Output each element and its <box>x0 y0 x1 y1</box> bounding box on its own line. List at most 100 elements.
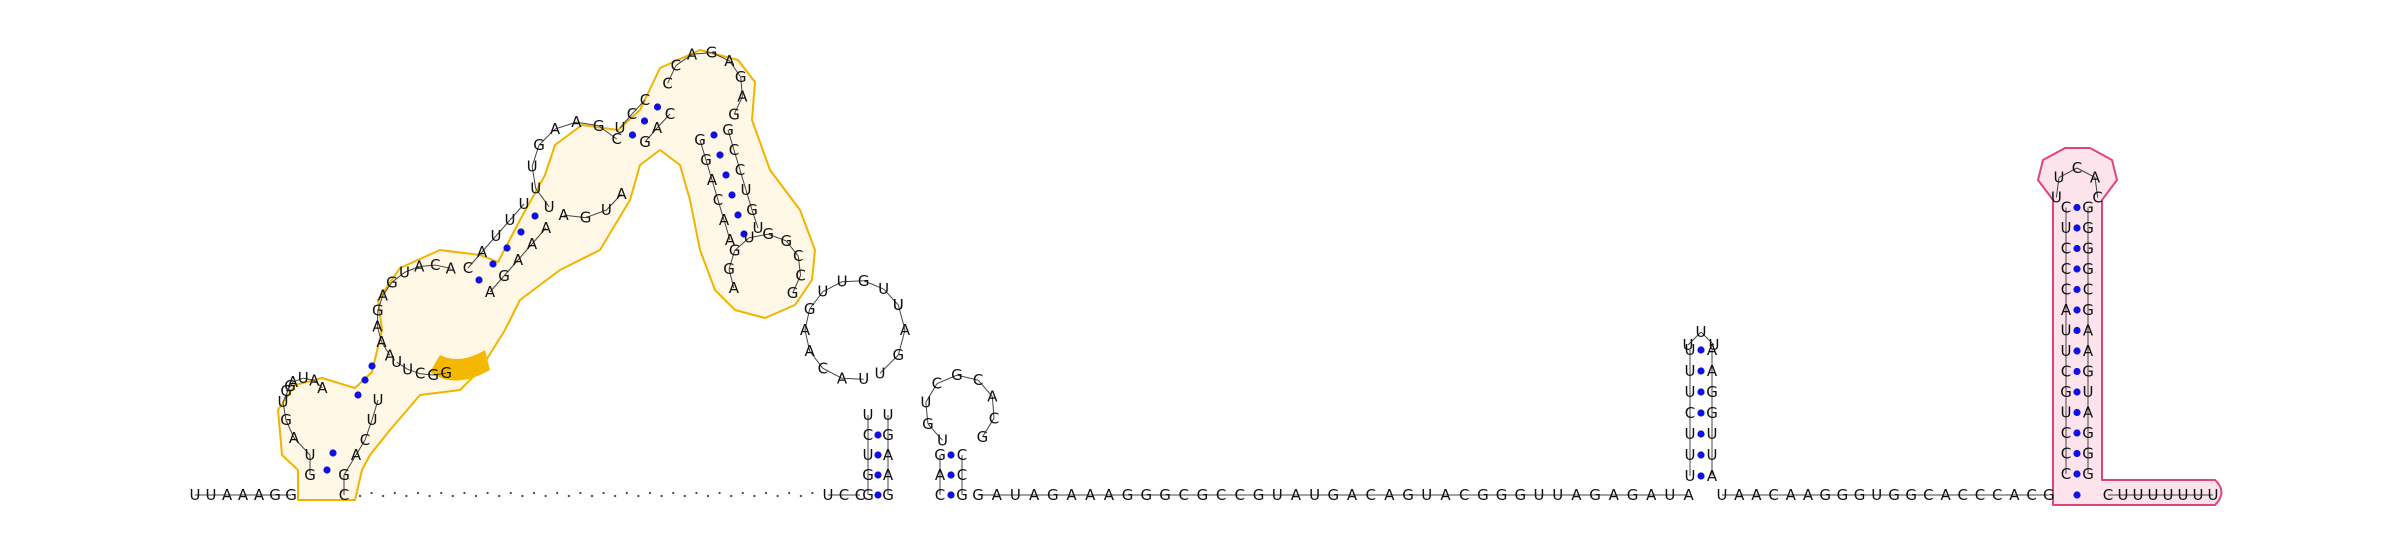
loop-nucleotide: U <box>601 201 612 219</box>
linker-nucleotide: A <box>1440 486 1451 504</box>
loop-nucleotide: G <box>729 242 741 260</box>
loop-nucleotide: G <box>858 272 870 290</box>
loop-nucleotide: C <box>662 74 672 92</box>
hairpin-nucleotide: G <box>1706 404 1718 422</box>
linker-nucleotide: C <box>1365 486 1375 504</box>
linker-nucleotide: G <box>2043 486 2055 504</box>
base-pair-bond <box>722 171 729 178</box>
base-pair-bond <box>2073 450 2080 457</box>
linker-nucleotide: G <box>1402 486 1414 504</box>
hairpin-loop-nucleotide: U <box>1696 323 1707 341</box>
linker-nucleotide: C <box>1975 486 1985 504</box>
terminator-tail-nucleotide: C <box>2103 486 2113 504</box>
base-pair-bond <box>2073 491 2080 498</box>
base-pair-bond <box>329 449 336 456</box>
stem-nucleotide: G <box>722 121 734 139</box>
gap-dot <box>730 495 732 497</box>
base-pair-bond <box>2073 327 2080 334</box>
left-tail-nucleotide: A <box>254 486 265 504</box>
stem-nucleotide: A <box>652 119 663 137</box>
loop-nucleotide: U <box>893 296 904 314</box>
linker-nucleotide: U <box>1272 486 1283 504</box>
base-pair-bond <box>874 431 881 438</box>
linker-nucleotide: G <box>1327 486 1339 504</box>
base-pair-bond <box>947 471 954 478</box>
gap-dot <box>614 495 616 497</box>
base-pair-bond <box>1697 367 1704 374</box>
base-pair-bond <box>2073 245 2080 252</box>
gap-dot <box>429 495 431 497</box>
loop-nucleotide: G <box>706 44 718 62</box>
linker-nucleotide: A <box>1646 486 1657 504</box>
stem-nucleotide: C <box>957 466 967 484</box>
hairpin-nucleotide: G <box>1706 383 1718 401</box>
loop-nucleotide: G <box>977 428 989 446</box>
gap-dot <box>811 492 813 494</box>
loop-nucleotide: A <box>805 342 816 360</box>
hairpin-nucleotide: U <box>1707 446 1718 464</box>
loop-nucleotide: A <box>987 388 998 406</box>
loop-nucleotide: U <box>402 360 413 378</box>
base-pair-bond <box>517 228 524 235</box>
loop-nucleotide: C <box>430 256 440 274</box>
gap-dot <box>463 492 465 494</box>
terminator-nucleotide: C <box>2061 240 2071 258</box>
loop-nucleotide: U <box>744 229 755 247</box>
stem-nucleotide: G <box>304 466 316 484</box>
base-pair-bond <box>1697 451 1704 458</box>
linker-nucleotide: U <box>1309 486 1320 504</box>
gap-dot <box>452 495 454 497</box>
loop-nucleotide: G <box>723 260 735 278</box>
terminator-nucleotide: U <box>2083 383 2094 401</box>
loop-nucleotide: G <box>762 225 774 243</box>
terminator-loop-nucleotide: A <box>2090 168 2101 186</box>
terminator-nucleotide: U <box>2061 322 2072 340</box>
loop-nucleotide: U <box>858 370 869 388</box>
linker-nucleotide: G <box>1819 486 1831 504</box>
gap-dot <box>603 492 605 494</box>
linker-nucleotide: G <box>1253 486 1265 504</box>
hairpin-loop-nucleotide: U <box>1709 336 1720 354</box>
base-pair-bond <box>947 491 954 498</box>
linker-nucleotide: G <box>1197 486 1209 504</box>
linker-nucleotide: A <box>1029 486 1040 504</box>
base-pair-bond <box>874 491 881 498</box>
base-pair-bond <box>323 466 330 473</box>
linker-nucleotide: U <box>1010 486 1021 504</box>
terminator-tail-nucleotide: U <box>2163 486 2174 504</box>
linker-nucleotide: A <box>1347 486 1358 504</box>
terminator-tail-nucleotide: U <box>2178 486 2189 504</box>
stem-nucleotide: A <box>541 219 552 237</box>
gap-dot <box>637 495 639 497</box>
stem-nucleotide: G <box>746 201 758 219</box>
loop-nucleotide: A <box>446 259 457 277</box>
loop-nucleotide: A <box>414 257 425 275</box>
gap-dot <box>591 495 593 497</box>
base-pair-bond <box>734 211 741 218</box>
terminator-nucleotide: G <box>2082 465 2094 483</box>
base-pair-bond <box>641 117 648 124</box>
linker-nucleotide: G <box>1837 486 1849 504</box>
loop-nucleotide: C <box>793 247 803 265</box>
stem-nucleotide: G <box>882 486 894 504</box>
linker-nucleotide: C <box>1768 486 1778 504</box>
loop-nucleotide: G <box>735 68 747 86</box>
terminator-tail-nucleotide: U <box>2133 486 2144 504</box>
loop-nucleotide: G <box>787 284 799 302</box>
linker-nucleotide: A <box>1066 486 1077 504</box>
linker-nucleotide: G <box>1159 486 1171 504</box>
stem-nucleotide: A <box>477 243 488 261</box>
linker-nucleotide: U <box>1534 486 1545 504</box>
base-pair-bond <box>728 191 735 198</box>
base-pair-bond <box>654 103 661 110</box>
linker-nucleotide: A <box>1734 486 1745 504</box>
gap-dot <box>626 492 628 494</box>
linker-nucleotide: U <box>1664 486 1675 504</box>
linker-nucleotide: G <box>1888 486 1900 504</box>
stem-nucleotide: A <box>527 235 538 253</box>
base-pair-bond <box>2073 224 2080 231</box>
loop-nucleotide: U <box>875 364 886 382</box>
base-pair-bond <box>1697 472 1704 479</box>
terminator-nucleotide: A <box>2083 404 2094 422</box>
loop-nucleotide: U <box>878 280 889 298</box>
